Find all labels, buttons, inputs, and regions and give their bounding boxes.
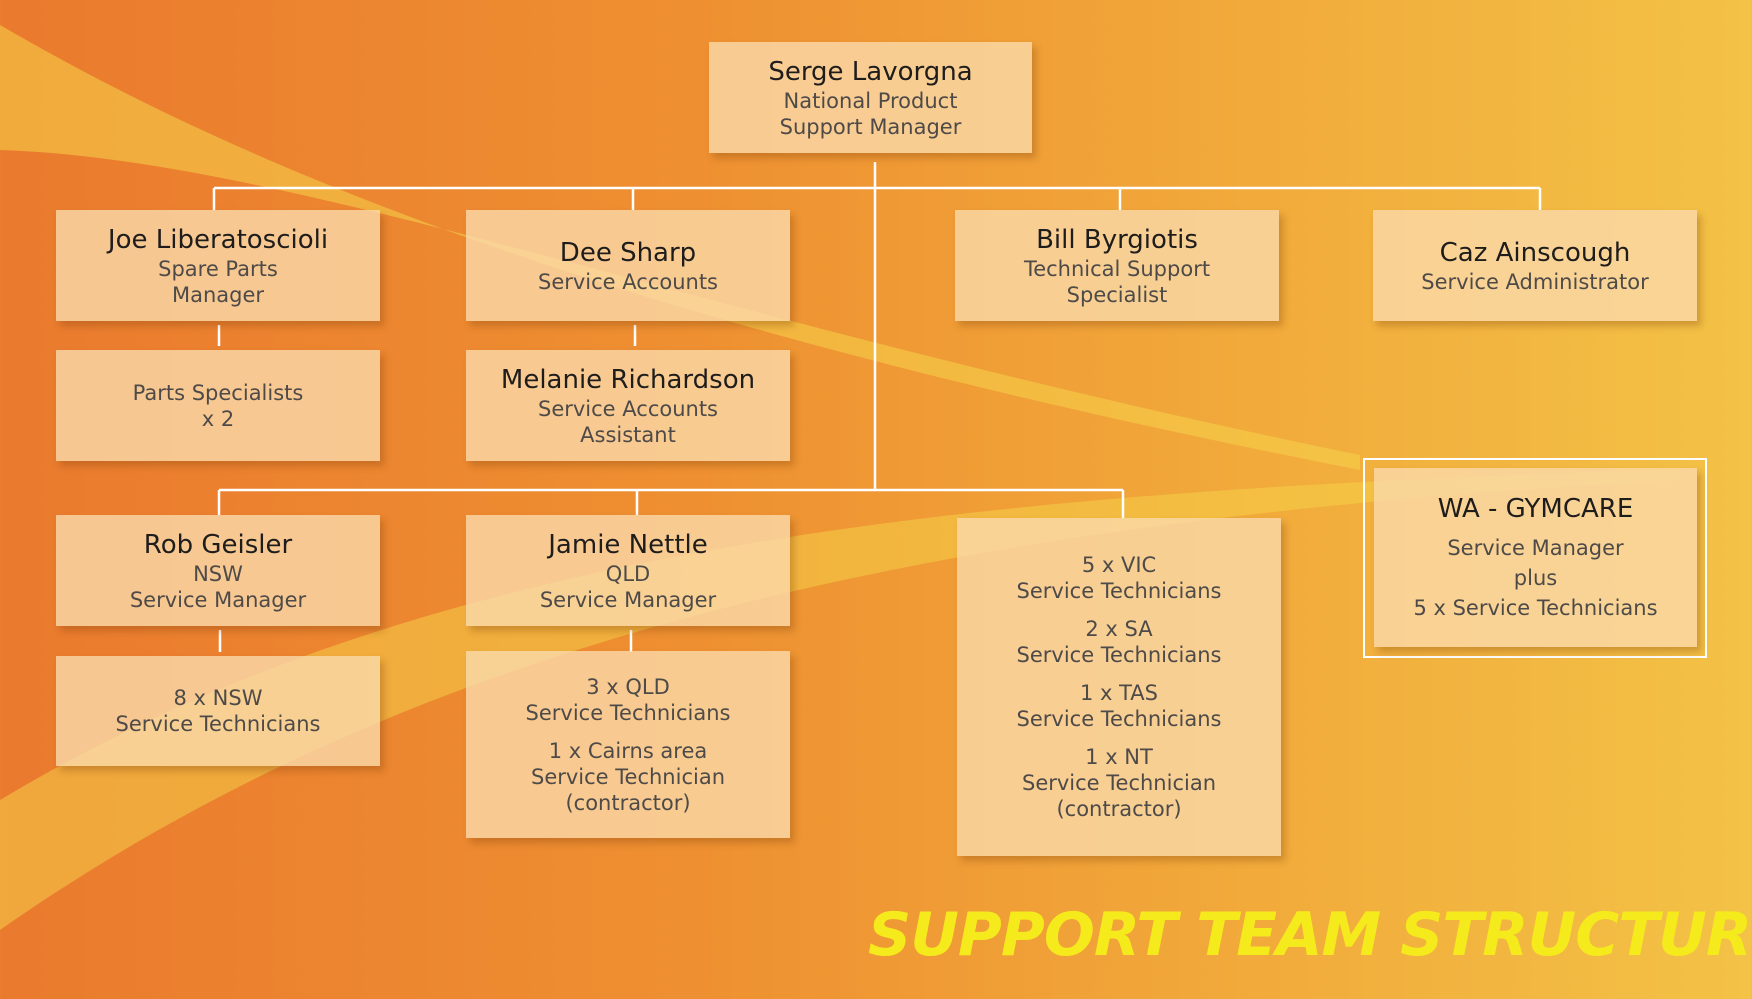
node-melanie-richardson: Melanie Richardson Service Accounts Assi…: [466, 350, 790, 461]
node-name: Caz Ainscough: [1439, 237, 1631, 268]
tech-group: 1 x TAS Service Technicians: [1017, 680, 1222, 732]
node-role-line: Technical Support: [1023, 256, 1211, 281]
node-role-line: x 2: [201, 406, 235, 431]
node-wa-gymcare: WA - GYMCARE Service Manager plus 5 x Se…: [1374, 468, 1697, 647]
node-role-line: (contractor): [1056, 797, 1182, 821]
node-jamie-nettle: Jamie Nettle QLD Service Manager: [466, 515, 790, 626]
node-role-line: Service Manager: [129, 587, 307, 612]
node-name: Bill Byrgiotis: [1036, 224, 1198, 255]
tech-group: 5 x VIC Service Technicians: [1017, 552, 1222, 604]
node-role-line: Service Technicians: [525, 700, 731, 725]
node-role-line: 1 x Cairns area: [548, 738, 708, 763]
node-role-line: Service Technicians: [115, 712, 321, 736]
node-name: Dee Sharp: [559, 237, 697, 268]
node-qld-technicians: 3 x QLD Service Technicians 1 x Cairns a…: [466, 651, 790, 838]
node-role-line: Manager: [171, 282, 265, 307]
node-role-line: Service Technician: [1021, 771, 1217, 795]
node-role-line: Service Administrator: [1421, 269, 1649, 294]
node-role-line: QLD: [605, 561, 651, 586]
node-role-line: NSW: [193, 561, 243, 586]
node-role-line: Assistant: [580, 422, 676, 447]
node-nsw-technicians: 8 x NSW Service Technicians: [56, 656, 380, 766]
node-role-line: 8 x NSW: [173, 686, 263, 710]
node-role-line: Support Manager: [779, 114, 962, 139]
node-role-line: 1 x TAS: [1079, 681, 1159, 705]
node-name: Serge Lavorgna: [768, 56, 973, 87]
node-name: Joe Liberatoscioli: [107, 224, 329, 255]
tech-group: 3 x QLD Service Technicians: [526, 674, 731, 726]
node-dee-sharp: Dee Sharp Service Accounts: [466, 210, 790, 321]
node-serge-lavorgna: Serge Lavorgna National Product Support …: [709, 42, 1032, 153]
node-name: Melanie Richardson: [500, 364, 756, 395]
node-role-line: plus: [1513, 565, 1558, 590]
tech-group: 2 x SA Service Technicians: [1017, 616, 1222, 668]
node-role-line: Service Accounts: [537, 396, 719, 421]
node-role-line: 2 x SA: [1085, 617, 1153, 641]
node-parts-specialists: Parts Specialists x 2: [56, 350, 380, 461]
node-role-line: Specialist: [1066, 282, 1168, 307]
node-other-state-technicians: 5 x VIC Service Technicians 2 x SA Servi…: [957, 518, 1281, 856]
node-role-line: Service Technicians: [1016, 643, 1222, 667]
node-role-line: Service Accounts: [537, 269, 719, 294]
node-role-line: Service Manager: [1447, 535, 1624, 560]
node-role-line: Parts Specialists: [132, 380, 304, 405]
node-rob-geisler: Rob Geisler NSW Service Manager: [56, 515, 380, 626]
node-role-line: (contractor): [565, 790, 691, 815]
node-caz-ainscough: Caz Ainscough Service Administrator: [1373, 210, 1697, 321]
node-role-line: Spare Parts: [158, 256, 278, 281]
node-role-line: 5 x VIC: [1081, 553, 1157, 577]
page-title: SUPPORT TEAM STRUCTURE: [868, 900, 1752, 970]
node-name: Jamie Nettle: [548, 529, 708, 560]
node-name: WA - GYMCARE: [1437, 493, 1634, 524]
tech-group: 1 x NT Service Technician (contractor): [1022, 744, 1216, 822]
node-role-line: Service Technicians: [1016, 707, 1222, 731]
node-role-line: 1 x NT: [1085, 745, 1153, 769]
node-role-line: Service Technicians: [1016, 579, 1222, 603]
node-name: Rob Geisler: [143, 529, 293, 560]
node-role-line: 5 x Service Technicians: [1413, 595, 1658, 620]
node-role-line: National Product: [783, 88, 958, 113]
node-bill-byrgiotis: Bill Byrgiotis Technical Support Special…: [955, 210, 1279, 321]
node-role-line: Service Technician: [530, 764, 726, 789]
node-joe-liberatoscioli: Joe Liberatoscioli Spare Parts Manager: [56, 210, 380, 321]
node-role-line: Service Manager: [539, 587, 717, 612]
tech-group: 1 x Cairns area Service Technician (cont…: [531, 738, 725, 816]
wa-gymcare-frame: [1363, 458, 1707, 658]
node-role-line: 3 x QLD: [586, 674, 670, 699]
